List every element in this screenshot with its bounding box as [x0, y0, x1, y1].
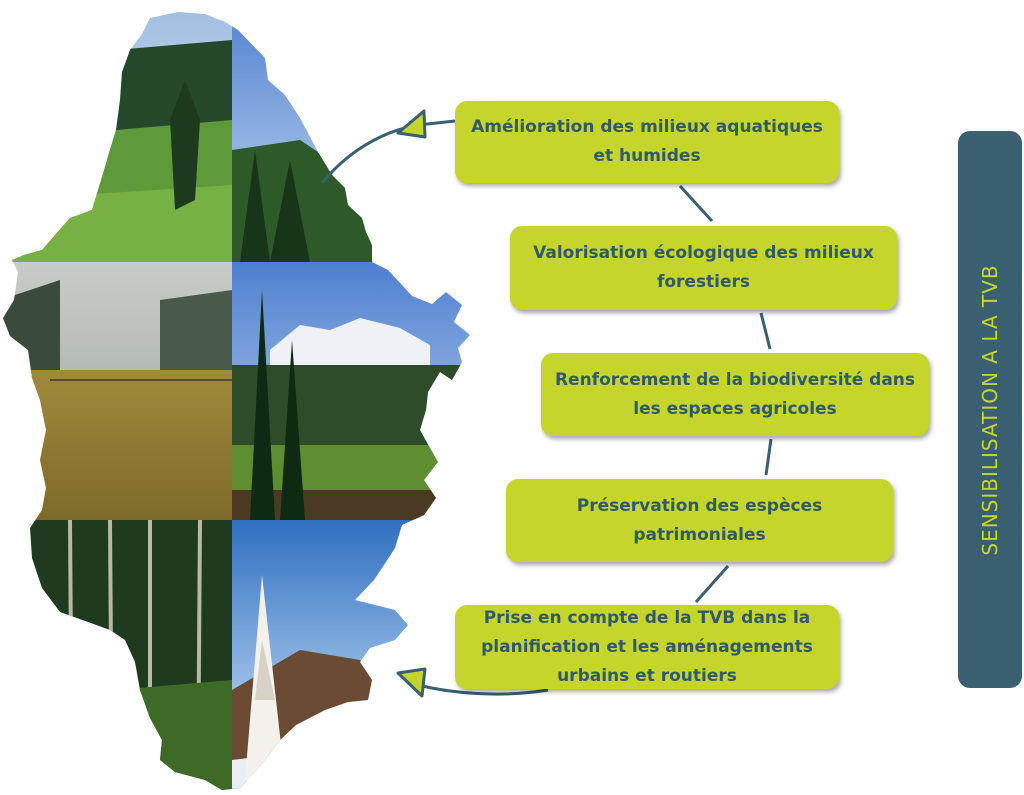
photo-collage-map — [3, 12, 470, 790]
step-text-2: Valorisation écologique des milieux fore… — [533, 243, 874, 292]
step-box-2: Valorisation écologique des milieux fore… — [510, 226, 897, 310]
step-text-1: Amélioration des milieux aquatiques et h… — [471, 117, 823, 166]
step-text-5: Prise en compte de la TVB dans la planif… — [481, 607, 813, 686]
step-box-1: Amélioration des milieux aquatiques et h… — [455, 101, 839, 183]
step-box-3: Renforcement de la biodiversité dans les… — [541, 353, 929, 436]
side-banner-label: SENSIBILISATION A LA TVB — [978, 263, 1002, 556]
step-box-5: Prise en compte de la TVB dans la planif… — [455, 605, 839, 689]
step-text-4: Préservation des espèces patrimoniales — [576, 495, 823, 545]
step-text-3: Renforcement de la biodiversité dans les… — [554, 369, 916, 419]
arrowhead-bottom — [396, 667, 427, 698]
step-box-4: Préservation des espèces patrimoniales — [506, 479, 893, 562]
side-banner: SENSIBILISATION A LA TVB — [958, 131, 1022, 688]
arrowhead-top — [396, 109, 427, 139]
